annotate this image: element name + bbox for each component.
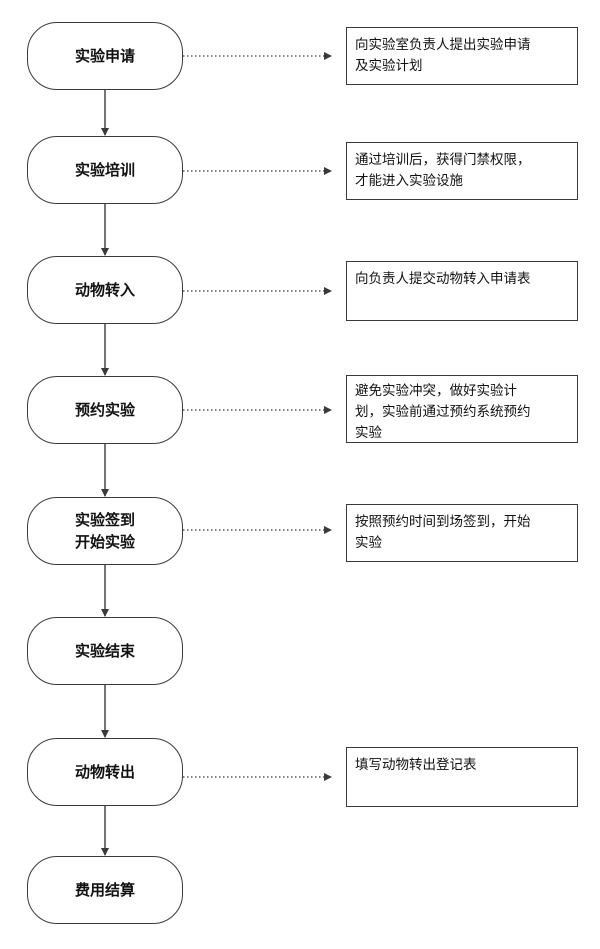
note-dongwu-zhuanchu: 填写动物转出登记表 [346,747,578,807]
note-text: 通过培训后，获得门禁权限， 才能进入实验设施 [355,152,531,189]
step-dongwu-zhuanru: 动物转入 [27,256,183,324]
step-label: 实验培训 [74,161,135,179]
note-text: 填写动物转出登记表 [355,757,477,773]
note-shenqing: 向实验室负责人提出实验申请 及实验计划 [346,27,578,85]
step-peixun: 实验培训 [27,136,183,204]
step-yuyue: 预约实验 [27,376,183,444]
note-text: 避免实验冲突，做好实验计 划，实验前通过预约系统预约 实验 [355,383,531,441]
step-qiandao: 实验签到 开始实验 [27,497,183,565]
note-text: 向实验室负责人提出实验申请 及实验计划 [355,37,531,74]
note-dongwu-zhuanru: 向负责人提交动物转入申请表 [346,261,578,321]
step-jieshu: 实验结束 [27,617,183,685]
step-label: 实验签到 开始实验 [74,511,135,551]
note-qiandao: 按照预约时间到场签到，开始 实验 [346,504,578,562]
note-peixun: 通过培训后，获得门禁权限， 才能进入实验设施 [346,142,578,200]
note-yuyue: 避免实验冲突，做好实验计 划，实验前通过预约系统预约 实验 [346,375,578,443]
step-feiyong: 费用结算 [27,856,183,924]
step-label: 动物转出 [74,763,135,781]
step-label: 费用结算 [74,881,135,899]
step-label: 动物转入 [74,281,135,299]
note-text: 按照预约时间到场签到，开始 实验 [355,514,531,551]
step-dongwu-zhuanchu: 动物转出 [27,738,183,806]
step-label: 实验申请 [74,47,135,65]
note-text: 向负责人提交动物转入申请表 [355,271,531,287]
step-shenqing: 实验申请 [27,22,183,90]
step-label: 实验结束 [74,642,135,660]
step-label: 预约实验 [74,401,135,419]
